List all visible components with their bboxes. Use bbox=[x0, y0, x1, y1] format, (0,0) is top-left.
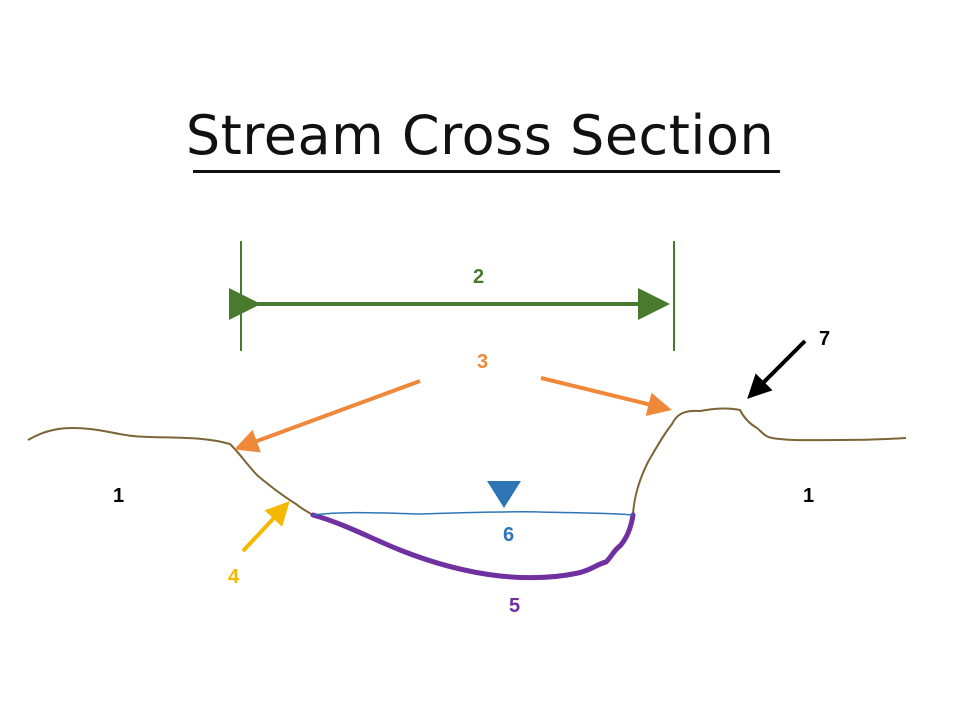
label-water-surface: 6 bbox=[503, 524, 515, 546]
label-bank-top: 7 bbox=[819, 328, 831, 350]
label-channel-bed: 5 bbox=[509, 595, 521, 617]
ground-profile bbox=[27, 407, 907, 516]
bank-right-arrow bbox=[540, 376, 672, 416]
page-title: Stream Cross Section bbox=[185, 104, 775, 167]
label-floodplain-right: 1 bbox=[803, 485, 815, 507]
water-level-icon bbox=[487, 481, 521, 508]
water-surface-line bbox=[312, 510, 634, 516]
label-floodplain-left: 1 bbox=[113, 485, 125, 507]
title-underline bbox=[193, 170, 780, 173]
label-banks: 3 bbox=[477, 351, 489, 373]
bank-toe-arrow bbox=[241, 501, 290, 553]
bank-left-arrow bbox=[234, 379, 421, 453]
label-bank-toe: 4 bbox=[228, 566, 240, 588]
channel-bed-line bbox=[310, 512, 636, 581]
bank-top-arrow bbox=[747, 339, 807, 399]
label-bankfull-width: 2 bbox=[473, 266, 485, 288]
